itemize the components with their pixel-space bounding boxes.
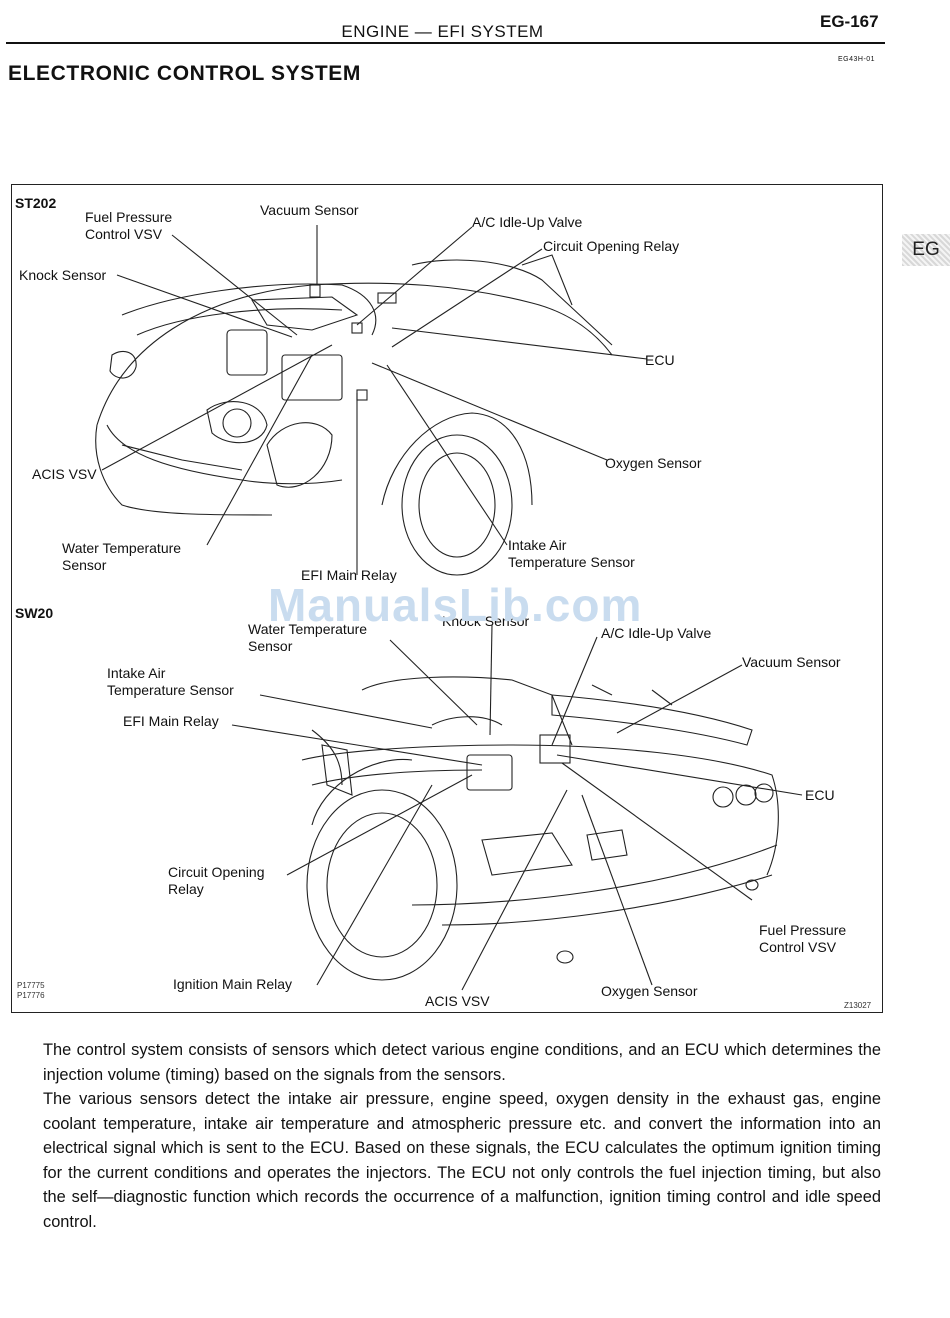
st202-vacuum-sensor-label: Vacuum Sensor [260,202,359,218]
page-number: EG-167 [820,12,879,31]
st202-efi-main-relay-label: EFI Main Relay [301,567,397,583]
sw20-efi-main-relay-label: EFI Main Relay [123,713,219,729]
sw20-ignition-main-relay-label: Ignition Main Relay [173,976,293,992]
watermark: ManualsLib.com [268,579,643,631]
st202-circuit-opening-relay-label: Circuit Opening Relay [543,238,680,254]
component-location-figure: ST202 Fuel Pressure Control VSV Vacuum S… [11,184,883,1013]
section-title: ELECTRONIC CONTROL SYSTEM [8,62,361,85]
section-tab: EG [902,234,950,266]
sw20-model-label: SW20 [15,605,54,621]
st202-acis-vsv-label: ACIS VSV [32,466,97,482]
sw20-intake-air-temp-sensor-label: Intake Air Temperature Sensor [107,665,234,698]
sw20-fuel-pressure-vsv-label: Fuel Pressure Control VSV [759,922,847,955]
st202-water-temp-sensor-label: Water Temperature Sensor [62,540,182,573]
sw20-car-drawing [231,624,803,991]
st202-intake-air-temp-sensor-label: Intake Air Temperature Sensor [508,537,635,570]
car-line-drawing [95,225,803,991]
body-text: The control system consists of sensors w… [43,1038,881,1234]
sw20-ac-idle-up-valve-label: A/C Idle-Up Valve [601,625,712,641]
sw20-ecu-label: ECU [805,787,835,803]
sw20-water-temp-sensor-label: Water Temperature Sensor [248,621,368,654]
st202-fuel-pressure-vsv-label: Fuel Pressure Control VSV [85,209,173,242]
running-header-title: ENGINE — EFI SYSTEM [341,22,544,41]
st202-model-label: ST202 [15,195,57,211]
st202-oxygen-sensor-label: Oxygen Sensor [605,455,702,471]
doc-code: EG43H-01 [838,56,876,63]
body-paragraph-2: The various sensors detect the intake ai… [43,1090,881,1231]
st202-knock-sensor-label: Knock Sensor [19,267,107,283]
body-paragraph-1: The control system consists of sensors w… [43,1041,881,1084]
sw20-acis-vsv-label: ACIS VSV [425,993,490,1009]
sw20-knock-sensor-label: Knock Sensor [442,613,530,629]
sw20-oxygen-sensor-label: Oxygen Sensor [601,983,698,999]
st202-ecu-label: ECU [645,352,675,368]
figure-ref-codes: P17775 P17776 [17,981,45,1000]
sw20-circuit-opening-relay-label: Circuit Opening Relay [168,864,265,897]
figure-id: Z13027 [844,1001,872,1010]
sw20-vacuum-sensor-label: Vacuum Sensor [742,654,841,670]
st202-car-drawing [95,225,648,576]
header-rule [6,42,885,44]
st202-ac-idle-up-valve-label: A/C Idle-Up Valve [472,214,583,230]
